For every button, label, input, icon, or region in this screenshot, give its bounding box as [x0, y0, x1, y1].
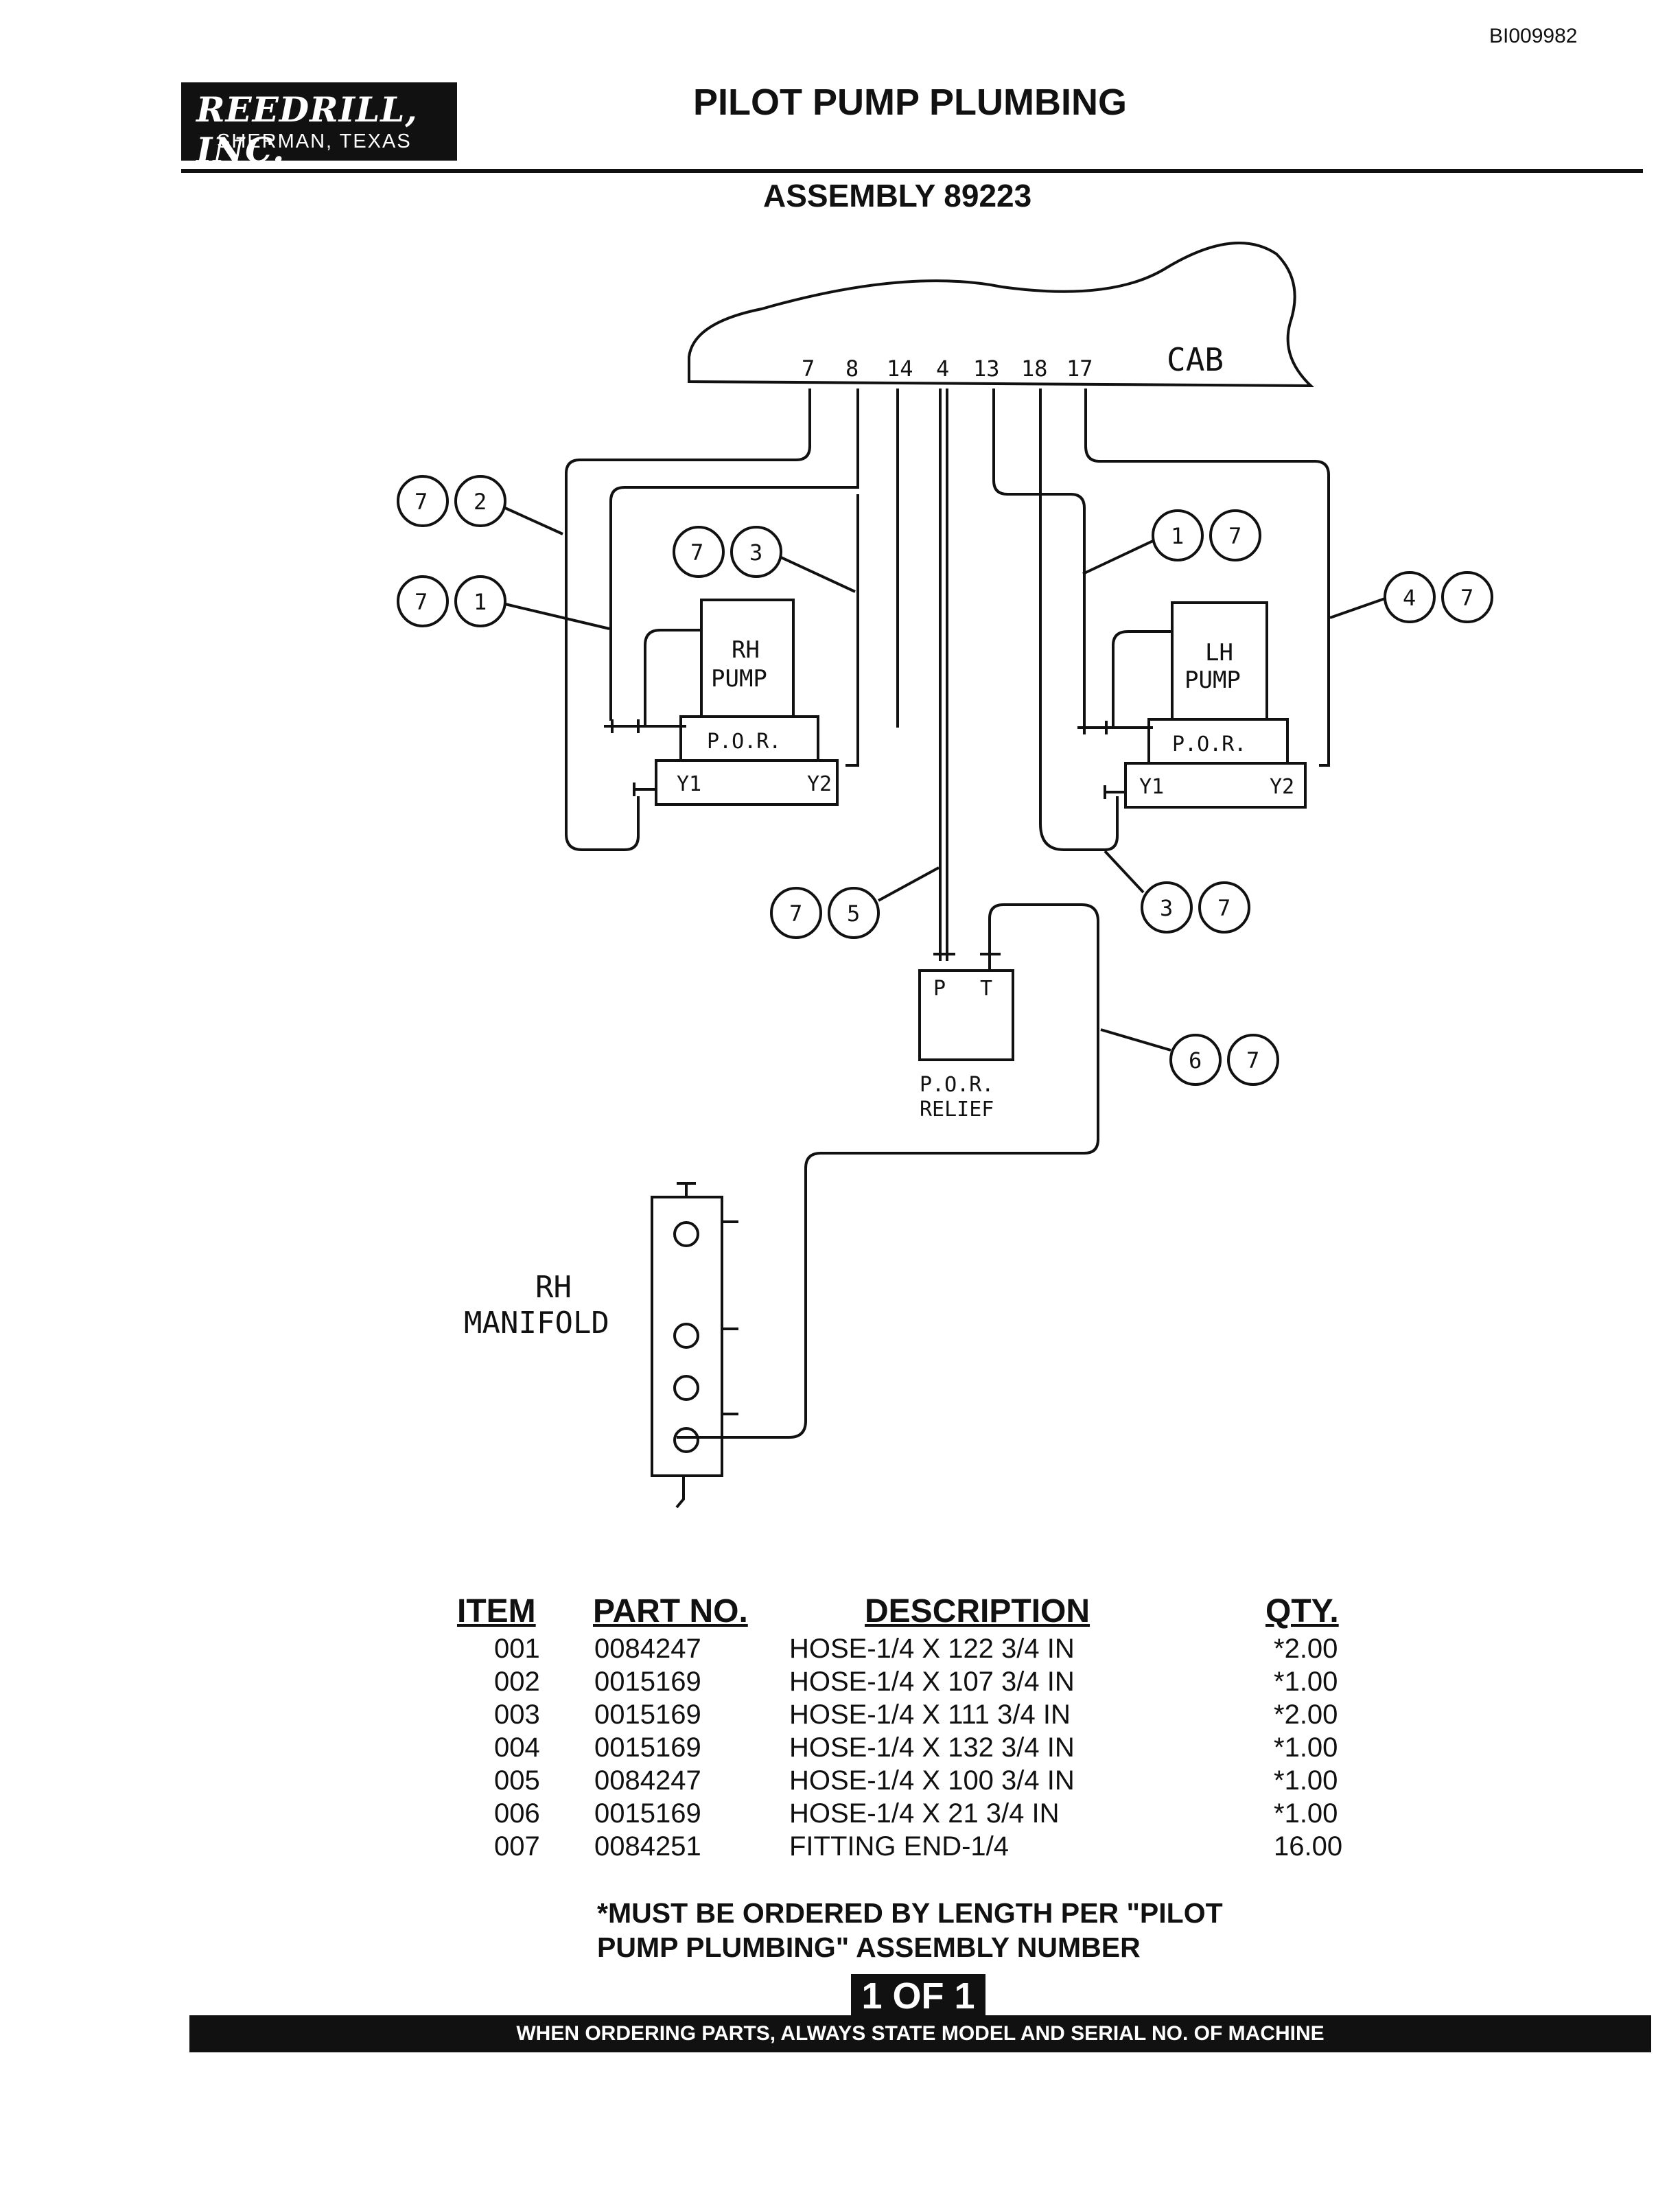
- company-name: REEDRILL, INC.: [196, 89, 418, 170]
- svg-text:3: 3: [1160, 895, 1173, 921]
- page-indicator: 1 OF 1: [851, 1974, 985, 2018]
- plumbing-diagram: CAB 7 8 14 4 13 18 17 RH PUMP P.O.R. Y1 …: [397, 242, 1493, 1509]
- manifold-port-1: [673, 1221, 699, 1247]
- svg-text:7: 7: [802, 356, 815, 382]
- rh-pump-name1: RH: [732, 636, 760, 664]
- ordering-note: *MUST BE ORDERED BY LENGTH PER "PILOT PU…: [597, 1896, 1223, 1964]
- svg-text:4: 4: [936, 356, 949, 382]
- lh-por-label: P.O.R.: [1172, 732, 1246, 756]
- lh-pump-name1: LH: [1205, 639, 1233, 666]
- manifold-fittings: [675, 1182, 738, 1509]
- relief-label2: RELIEF: [920, 1098, 994, 1122]
- company-logo: REEDRILL, INC. SHERMAN, TEXAS: [181, 82, 457, 170]
- header-rule: [181, 169, 1643, 173]
- callout-7-2: 7 2: [397, 475, 563, 535]
- svg-text:5: 5: [847, 901, 860, 927]
- hose-rh-y2: [845, 494, 859, 767]
- assembly-number: ASSEMBLY 89223: [763, 178, 1032, 213]
- ordering-note-line2: PUMP PLUMBING" ASSEMBLY NUMBER: [597, 1932, 1141, 1963]
- rh-y2-label: Y2: [807, 772, 832, 796]
- callout-7-3: 7 3: [673, 526, 856, 593]
- callout-7-5: 7 5: [770, 866, 940, 939]
- manifold-port-4: [673, 1427, 699, 1453]
- svg-text:7: 7: [415, 489, 428, 515]
- svg-text:7: 7: [1246, 1047, 1259, 1074]
- callout-4-7: 4 7: [1329, 571, 1493, 623]
- hose-lh-18: [1039, 389, 1119, 851]
- relief-fittings: [933, 953, 1001, 971]
- lh-y2-label: Y2: [1270, 775, 1294, 799]
- relief-t-label: T: [980, 977, 992, 1001]
- document-id: BI009982: [1489, 25, 1578, 47]
- rh-y1-label: Y1: [677, 772, 701, 796]
- svg-text:7: 7: [1228, 523, 1241, 549]
- svg-text:3: 3: [749, 540, 762, 566]
- lh-y-block: [1124, 762, 1307, 809]
- hose-relief-to-manifold: [677, 903, 1099, 1439]
- svg-text:7: 7: [690, 540, 703, 566]
- svg-text:4: 4: [1403, 585, 1416, 611]
- svg-text:7: 7: [789, 901, 802, 927]
- rh-pump-name2: PUMP: [711, 665, 767, 693]
- callout-1-7: 1 7: [1082, 509, 1261, 575]
- callout-3-7: 3 7: [1104, 850, 1250, 934]
- header-qty: QTY.: [1265, 1593, 1339, 1630]
- rh-manifold-body: [651, 1196, 723, 1477]
- page-title: PILOT PUMP PLUMBING: [693, 82, 1128, 123]
- callout-7-1: 7 1: [397, 575, 610, 630]
- svg-text:7: 7: [1217, 895, 1230, 921]
- lh-pump-name2: PUMP: [1185, 666, 1241, 694]
- ordering-note-line1: *MUST BE ORDERED BY LENGTH PER "PILOT: [597, 1897, 1223, 1929]
- manifold-port-3: [673, 1375, 699, 1401]
- svg-text:18: 18: [1021, 356, 1048, 382]
- cab-label: CAB: [1167, 341, 1224, 378]
- svg-text:1: 1: [1171, 523, 1184, 549]
- cab-outline: [688, 242, 1315, 388]
- rh-y-block: [655, 759, 839, 806]
- manifold-label2: MANIFOLD: [464, 1306, 609, 1341]
- svg-text:14: 14: [887, 356, 913, 382]
- rh-por-label: P.O.R.: [707, 730, 781, 754]
- svg-text:1: 1: [474, 589, 487, 615]
- cab-port-numbers: 7 8 14 4 13 18 17: [802, 356, 1093, 382]
- callout-6-7: 6 7: [1100, 1028, 1279, 1086]
- lh-fittings: [1077, 630, 1172, 799]
- header-part-no: PART NO.: [593, 1593, 748, 1630]
- svg-text:13: 13: [973, 356, 1000, 382]
- svg-text:2: 2: [474, 489, 487, 515]
- hose-rh-inner: [609, 389, 859, 721]
- header-description: DESCRIPTION: [865, 1593, 1090, 1630]
- svg-text:6: 6: [1189, 1047, 1202, 1074]
- hose-rh-outer: [565, 389, 811, 851]
- header-item: ITEM: [457, 1593, 536, 1630]
- svg-text:7: 7: [415, 589, 428, 615]
- lh-y1-label: Y1: [1139, 775, 1164, 799]
- hose-lh-17: [1084, 389, 1330, 767]
- svg-text:7: 7: [1460, 585, 1473, 611]
- relief-label1: P.O.R.: [920, 1073, 994, 1097]
- rh-fittings: [604, 629, 701, 796]
- svg-text:8: 8: [845, 356, 859, 382]
- company-location: SHERMAN, TEXAS: [217, 130, 412, 152]
- manifold-port-2: [673, 1323, 699, 1349]
- manifold-label1: RH: [535, 1270, 572, 1305]
- svg-text:17: 17: [1066, 356, 1093, 382]
- relief-p-label: P: [933, 977, 946, 1001]
- por-relief-block: [918, 969, 1014, 1061]
- footer-notice: WHEN ORDERING PARTS, ALWAYS STATE MODEL …: [189, 2015, 1651, 2052]
